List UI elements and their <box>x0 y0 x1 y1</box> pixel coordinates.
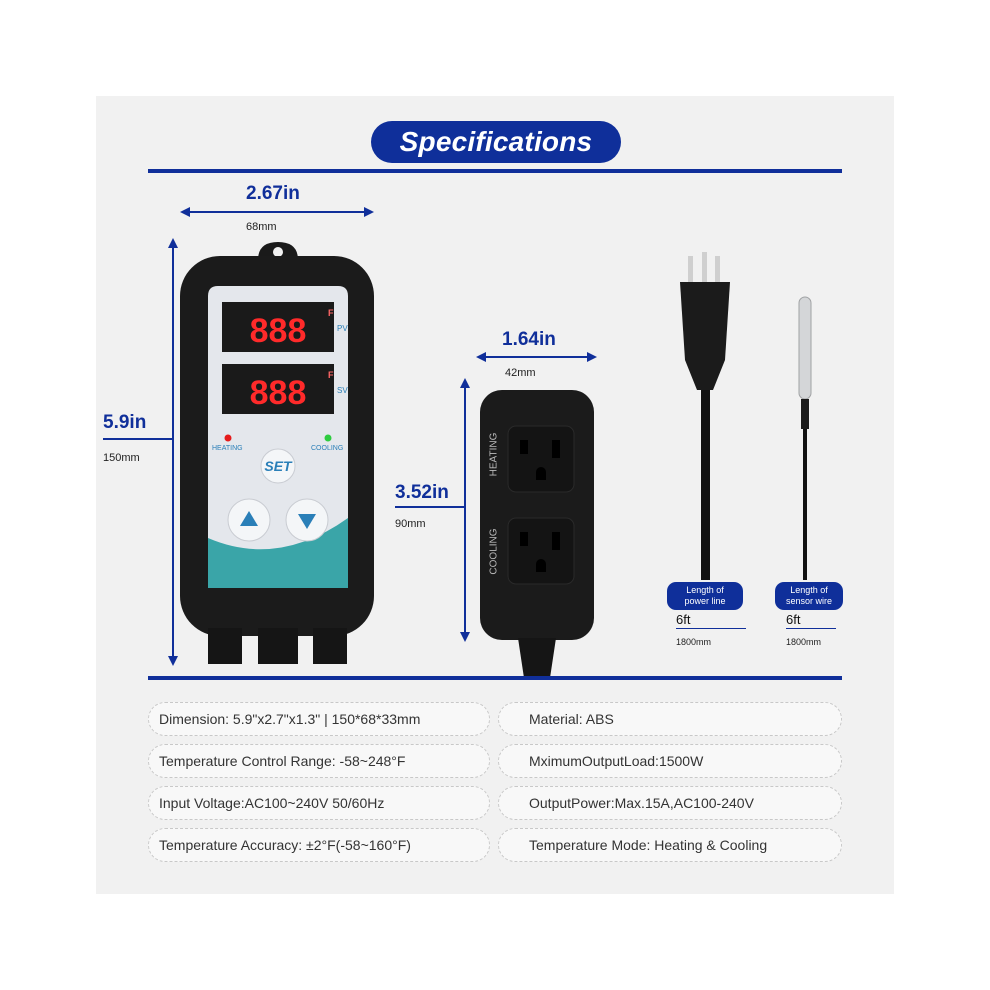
spec-right-4: Temperature Mode: Heating & Cooling <box>498 828 842 862</box>
down-button[interactable] <box>287 499 327 541</box>
sv-display-digits: 888 <box>250 374 307 412</box>
spec-left-2: Temperature Control Range: -58~248°F <box>148 744 490 778</box>
dual-outlet-box <box>480 390 594 678</box>
spec-right-2: MximumOutputLoad:1500W <box>498 744 842 778</box>
set-button[interactable]: SET <box>264 458 292 474</box>
controller-height-arrow <box>172 240 174 664</box>
power-line-length-ft: 6ft <box>676 612 691 627</box>
heating-indicator-label: HEATING <box>212 445 243 452</box>
specifications-title: Specifications <box>371 121 621 163</box>
sensor-wire-label-line2: sensor wire <box>785 596 832 606</box>
outlet-height-underline <box>395 506 465 508</box>
power-plug <box>680 252 730 580</box>
controller-height-underline <box>103 438 173 440</box>
svg-text:F: F <box>328 370 334 380</box>
outlet-heating-label: HEATING <box>488 432 500 477</box>
controller-width-in: 2.67in <box>246 183 300 204</box>
up-button[interactable] <box>229 499 269 541</box>
power-line-label-line1: Length of <box>686 585 724 595</box>
sensor-wire-length-mm: 1800mm <box>786 637 822 647</box>
sensor-wire-label-line1: Length of <box>790 585 828 595</box>
power-line-label-line2: power line <box>684 596 726 606</box>
bottom-divider <box>148 676 842 680</box>
power-line-length-mm: 1800mm <box>676 637 712 647</box>
top-divider <box>148 169 842 173</box>
pv-display-digits: 888 <box>250 312 307 350</box>
controller-height-mm: 150mm <box>103 452 140 464</box>
thermostat-controller: 888 888 F F <box>180 242 374 664</box>
outlet-height-mm: 90mm <box>395 518 426 530</box>
outlet-width-arrow <box>478 356 595 358</box>
svg-text:F: F <box>328 308 334 318</box>
controller-width-arrow <box>182 211 372 213</box>
spec-left-1: Dimension: 5.9"x2.7"x1.3" | 150*68*33mm <box>148 702 490 736</box>
spec-right-3: OutputPower:Max.15A,AC100-240V <box>498 786 842 820</box>
temperature-sensor-probe <box>798 296 812 580</box>
pv-label: PV <box>337 324 348 333</box>
sensor-wire-underline <box>786 628 836 629</box>
outlet-height-arrow <box>464 380 466 640</box>
spec-left-3: Input Voltage:AC100~240V 50/60Hz <box>148 786 490 820</box>
cooling-indicator-label: COOLING <box>311 445 344 452</box>
spec-right-1: Material: ABS <box>498 702 842 736</box>
controller-height-in: 5.9in <box>103 412 147 433</box>
outlet-width-mm: 42mm <box>505 367 536 379</box>
controller-width-mm: 68mm <box>246 221 277 233</box>
power-line-label: Length of power line <box>667 582 743 610</box>
sv-label: SV <box>337 386 348 395</box>
sensor-wire-label: Length of sensor wire <box>775 582 843 610</box>
outlet-width-in: 1.64in <box>502 329 556 350</box>
spec-left-4: Temperature Accuracy: ±2°F(-58~160°F) <box>148 828 490 862</box>
outlet-cooling-label: COOLING <box>488 528 500 575</box>
sensor-wire-length-ft: 6ft <box>786 612 801 627</box>
outlet-height-in: 3.52in <box>395 482 449 503</box>
power-line-underline <box>676 628 746 629</box>
